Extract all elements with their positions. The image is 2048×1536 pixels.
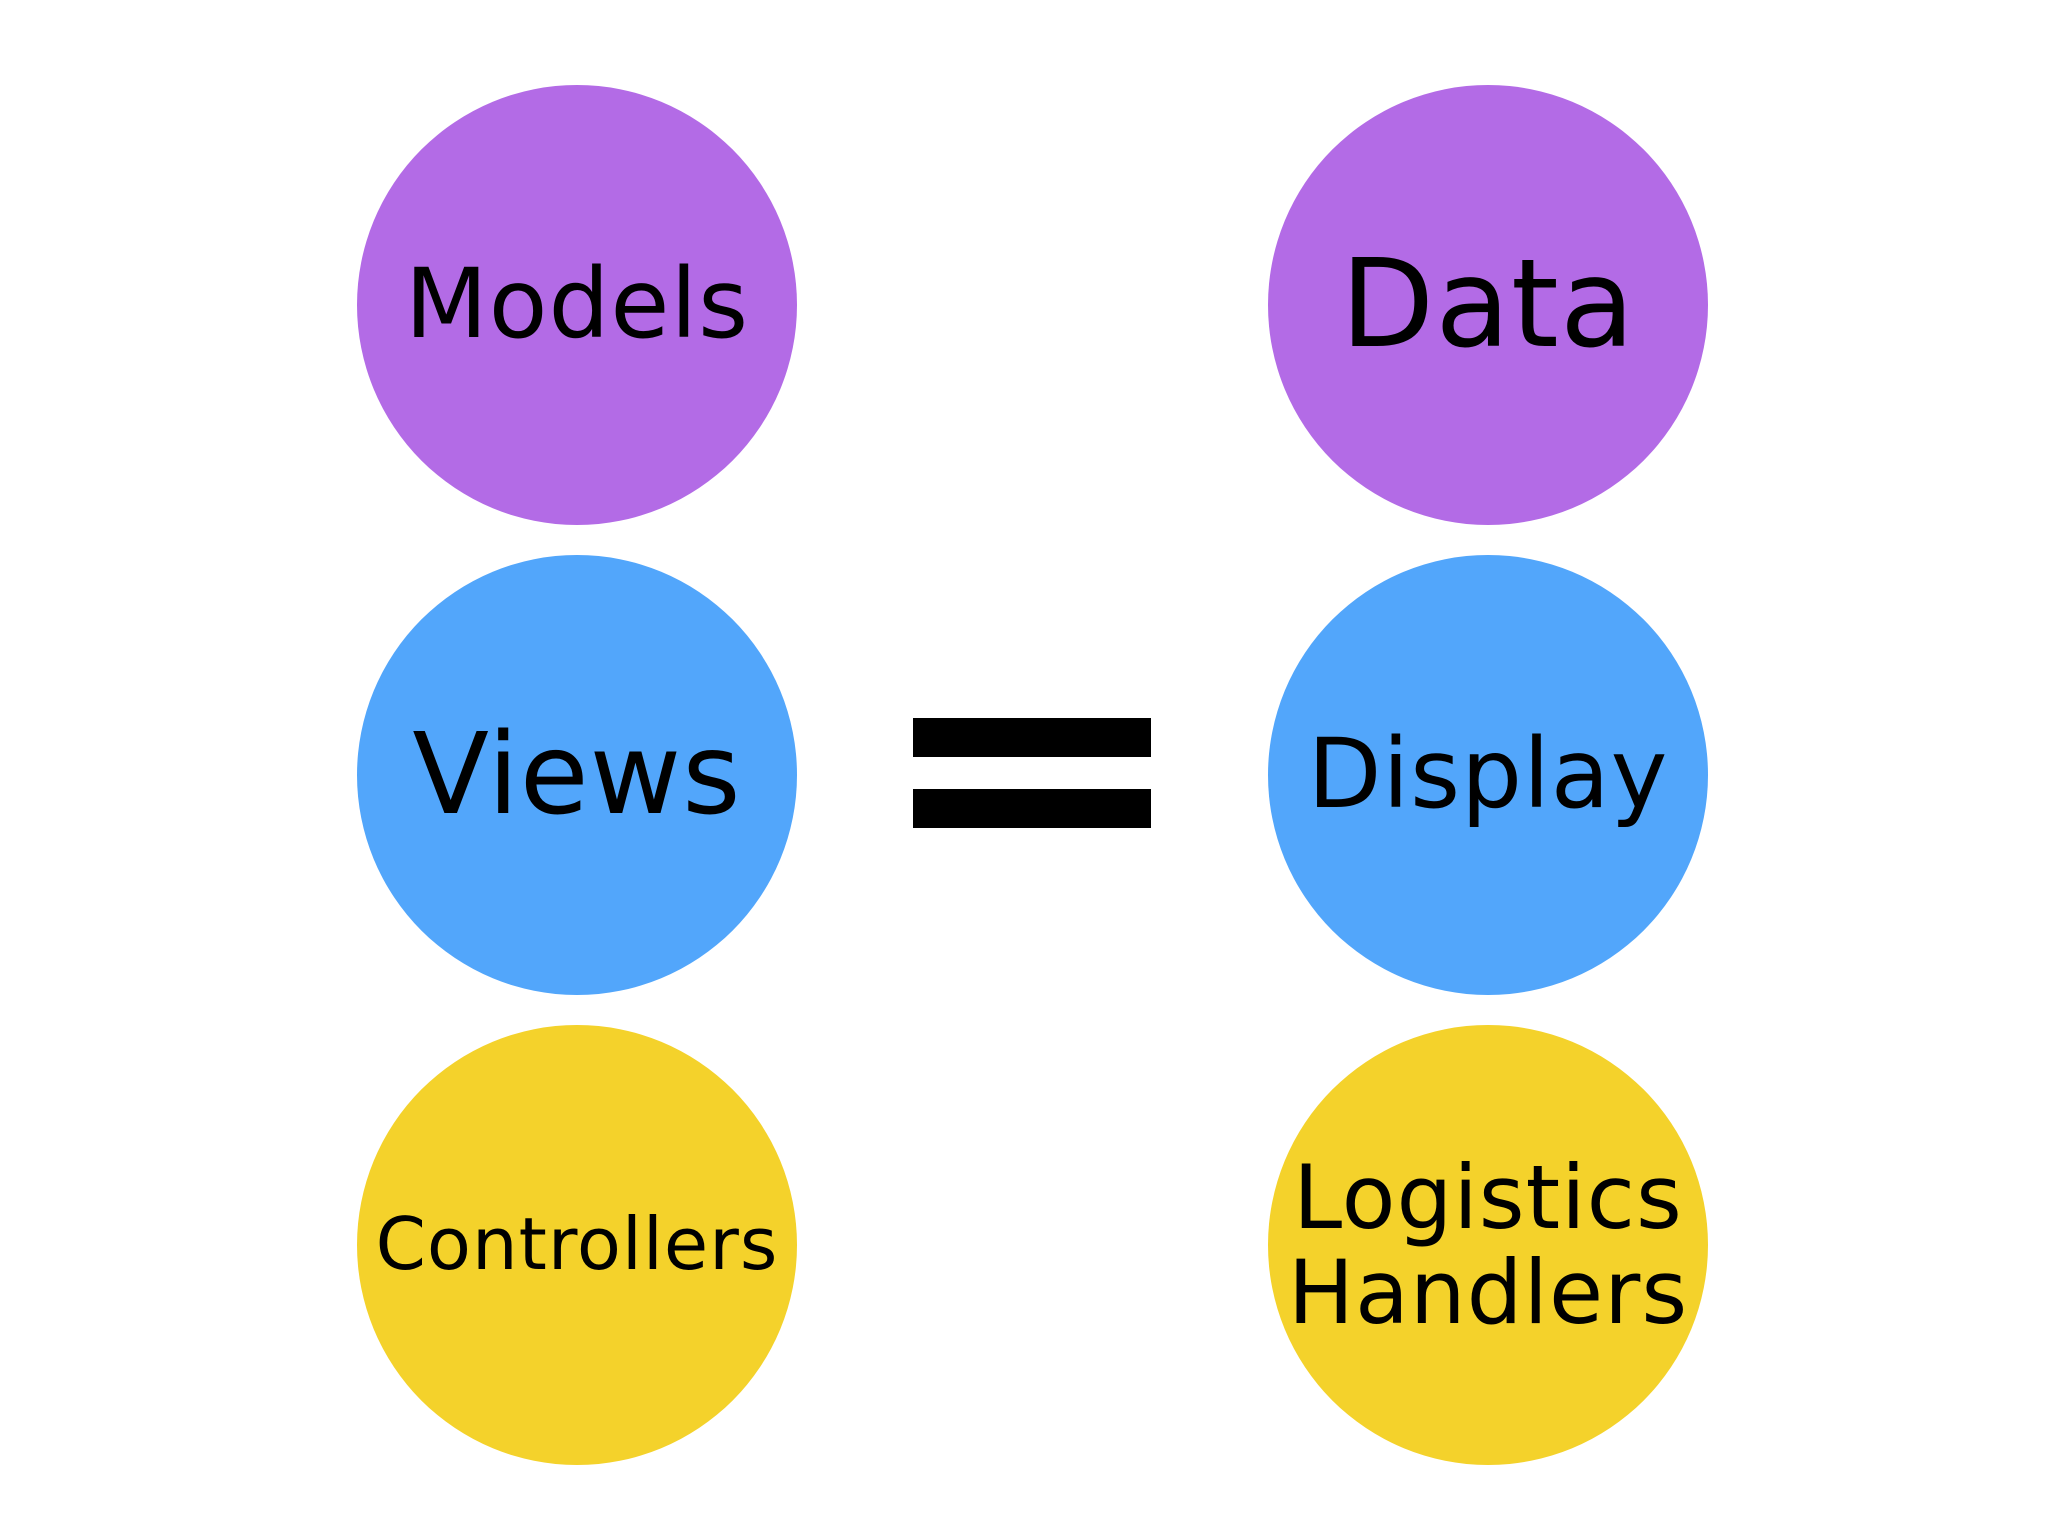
equals-bar-top xyxy=(913,718,1151,757)
equals-bar-bottom xyxy=(913,789,1151,828)
data-circle: Data xyxy=(1268,85,1708,525)
views-circle: Views xyxy=(357,555,797,995)
handlers-line: Handlers xyxy=(1287,1241,1689,1344)
display-label: Display xyxy=(1307,718,1669,831)
data-label: Data xyxy=(1340,233,1636,376)
display-circle: Display xyxy=(1268,555,1708,995)
equals-sign-icon xyxy=(913,718,1151,828)
models-circle: Models xyxy=(357,85,797,525)
models-label: Models xyxy=(404,248,750,361)
controllers-circle: Controllers xyxy=(357,1025,797,1465)
logistics-handlers-label: Logistics Handlers xyxy=(1288,1150,1688,1340)
logistics-handlers-circle: Logistics Handlers xyxy=(1268,1025,1708,1465)
controllers-label: Controllers xyxy=(375,1202,779,1287)
logistics-line: Logistics xyxy=(1293,1145,1683,1249)
views-label: Views xyxy=(412,709,742,840)
